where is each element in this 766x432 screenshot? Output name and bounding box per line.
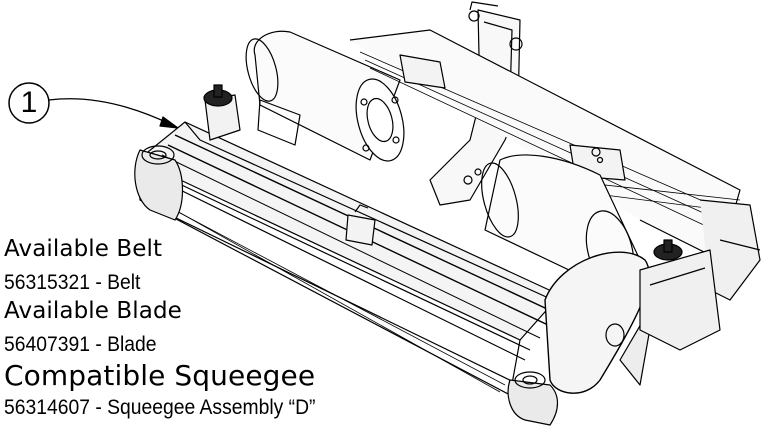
belt-part-number: 56315321 - Belt: [4, 271, 141, 294]
blade-heading: Available Blade: [4, 298, 182, 324]
drive-cover: [544, 251, 656, 394]
callout-number: 1: [20, 86, 38, 119]
right-caster-wheel: [507, 371, 559, 426]
callout-1: [8, 82, 179, 129]
rear-frame: [349, 29, 761, 301]
center-clip: [345, 204, 376, 246]
left-bracket: [203, 84, 301, 146]
blade-part-number: 56407391 - Blade: [4, 333, 157, 356]
belt-heading: Available Belt: [4, 236, 163, 262]
squeegee-part-number: 56314607 - Squeegee Assembly “D”: [4, 396, 316, 419]
left-motor: [245, 30, 405, 162]
right-end-plate: [639, 239, 721, 351]
left-caster-wheel: [134, 145, 184, 221]
squeegee-heading: Compatible Squeegee: [4, 359, 316, 392]
pins: [474, 147, 604, 176]
